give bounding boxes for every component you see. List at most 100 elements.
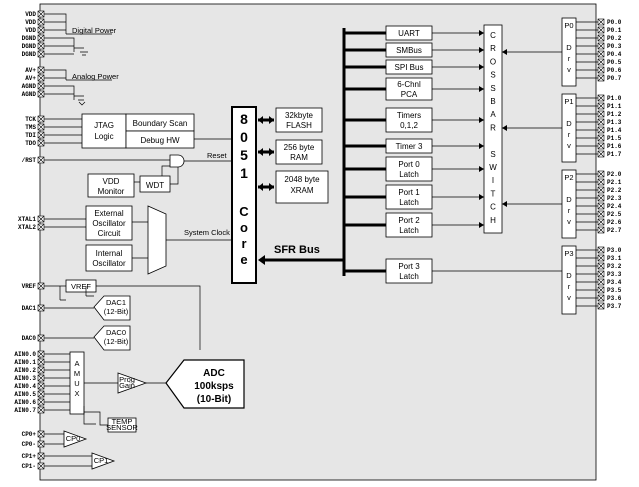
peripheral-sublabel: PCA xyxy=(401,90,418,99)
vref-dac: VREF DAC1 (12-Bit) DAC0 (12-Bit) xyxy=(44,279,201,351)
left-pin-label: AIN0.6 xyxy=(14,399,36,406)
analog-power-wiring: Analog Power xyxy=(44,69,119,106)
peripheral-sublabel: Latch xyxy=(399,198,419,207)
pin-pad-icon xyxy=(37,26,45,34)
pin-pad-icon xyxy=(597,18,605,26)
peripheral-box xyxy=(385,156,433,182)
port-pin-label: P3.1 xyxy=(607,255,622,262)
peripheral-label: Timer 3 xyxy=(396,142,423,151)
left-pin-label: AIN0.1 xyxy=(14,359,36,366)
crossbar-letter: R xyxy=(490,44,496,53)
pin-pad-icon xyxy=(597,102,605,110)
port-driver-letter: v xyxy=(567,65,571,74)
port-pin-label: P0.3 xyxy=(607,43,622,50)
left-pin-label: DGND xyxy=(22,35,37,42)
pin-pad-icon xyxy=(37,304,45,312)
flash-label-2: FLASH xyxy=(286,121,312,130)
port-driver-letter: v xyxy=(567,141,571,150)
left-pin-label: VREF xyxy=(22,283,37,290)
left-pin-label: AIN0.0 xyxy=(14,351,36,358)
int-osc-label-2: Oscillator xyxy=(92,259,126,268)
pin-pad-icon xyxy=(597,50,605,58)
comparators: CP0 CP1 xyxy=(44,430,116,470)
left-pin-label: /RST xyxy=(22,157,37,164)
port-pin-label: P1.6 xyxy=(607,143,622,150)
pin-pad-icon xyxy=(37,74,45,82)
crossbar-letter: H xyxy=(490,216,496,225)
port-name: P3 xyxy=(564,249,573,258)
crossbar-letter: R xyxy=(490,123,496,132)
port-pin-label: P0.5 xyxy=(607,59,622,66)
adc-section: A M U X Prog Gain ADC 100ksps (10-Bit) T… xyxy=(44,351,245,433)
pin-pad-icon xyxy=(37,282,45,290)
port-pin-label: P0.6 xyxy=(607,67,622,74)
left-pin-label: AIN0.3 xyxy=(14,375,36,382)
pin-pad-icon xyxy=(597,270,605,278)
memory-blocks: 32kbyte FLASH 256 byte RAM 2048 byte XRA… xyxy=(258,107,329,204)
ram-label-1: 256 byte xyxy=(284,143,315,152)
core-char-4: 1 xyxy=(240,165,248,181)
pin-pad-icon xyxy=(37,156,45,164)
port-driver-box xyxy=(561,93,577,163)
port-pin-label: P2.2 xyxy=(607,187,622,194)
pin-pad-icon xyxy=(597,118,605,126)
left-pin-label: AV+ xyxy=(25,75,36,82)
left-pin-label: AGND xyxy=(22,83,37,90)
port-pin-label: P2.1 xyxy=(607,179,622,186)
port-drivers: P0DrvP0.0P0.1P0.2P0.3P0.4P0.5P0.6P0.7P1D… xyxy=(502,17,622,315)
pin-pad-icon xyxy=(37,18,45,26)
port-name: P2 xyxy=(564,173,573,182)
ext-osc-label-1: External xyxy=(94,209,124,218)
pin-pad-icon xyxy=(37,139,45,147)
port-pin-label: P0.1 xyxy=(607,27,622,34)
adc-label-1: ADC xyxy=(203,368,225,379)
port-driver-letter: r xyxy=(568,206,571,215)
port-pin-label: P0.7 xyxy=(607,75,622,82)
pin-pad-icon xyxy=(597,226,605,234)
peripheral-label: SPI Bus xyxy=(395,63,424,72)
port-name: P0 xyxy=(564,21,573,30)
pin-pad-icon xyxy=(597,42,605,50)
vdd-monitor-label-2: Monitor xyxy=(98,187,125,196)
left-pin-label: DAC0 xyxy=(22,335,37,342)
peripheral-label: 6-Chnl xyxy=(397,80,421,89)
pin-pad-icon xyxy=(37,350,45,358)
pin-pad-icon xyxy=(37,334,45,342)
crossbar-letter: I xyxy=(492,176,494,185)
pin-pad-icon xyxy=(597,94,605,102)
pin-pad-icon xyxy=(597,74,605,82)
jtag-label-2: Logic xyxy=(94,132,113,141)
core-char-1: 8 xyxy=(240,111,248,127)
analog-power-label: Analog Power xyxy=(72,72,119,81)
pin-pad-icon xyxy=(37,382,45,390)
clock-section: External Oscillator Circuit Internal Osc… xyxy=(44,205,232,275)
peripheral-sublabel: Latch xyxy=(399,226,419,235)
pin-pad-icon xyxy=(597,134,605,142)
crossbar-letter: C xyxy=(490,31,496,40)
amux-char-1: A xyxy=(74,359,79,368)
reset-logic: Reset VDD Monitor WDT xyxy=(44,151,232,198)
peripheral-label: SMBus xyxy=(396,46,422,55)
pin-pad-icon xyxy=(37,390,45,398)
int-osc-label-1: Internal xyxy=(96,249,123,258)
peripheral-sublabel: 0,1,2 xyxy=(400,121,418,130)
system-clock-label: System Clock xyxy=(184,228,230,237)
pin-pad-icon xyxy=(597,170,605,178)
xram-label-2: XRAM xyxy=(290,186,313,195)
left-pin-label: AIN0.5 xyxy=(14,391,36,398)
left-pin-label: CP1+ xyxy=(22,453,37,460)
pin-pad-icon xyxy=(597,150,605,158)
sfr-bus: SFR Bus xyxy=(258,28,346,276)
pin-pad-icon xyxy=(597,218,605,226)
xram-label-1: 2048 byte xyxy=(284,175,320,184)
pin-pad-icon xyxy=(37,115,45,123)
pin-pad-icon xyxy=(37,366,45,374)
port-pin-label: P0.4 xyxy=(607,51,622,58)
dac0-label-2: (12-Bit) xyxy=(104,337,129,346)
crossbar-letter: S xyxy=(490,71,495,80)
port-driver-letter: D xyxy=(566,195,572,204)
port-name: P1 xyxy=(564,97,573,106)
pin-pad-icon xyxy=(37,50,45,58)
temp-sensor-label-2: SENSOR xyxy=(106,423,138,432)
